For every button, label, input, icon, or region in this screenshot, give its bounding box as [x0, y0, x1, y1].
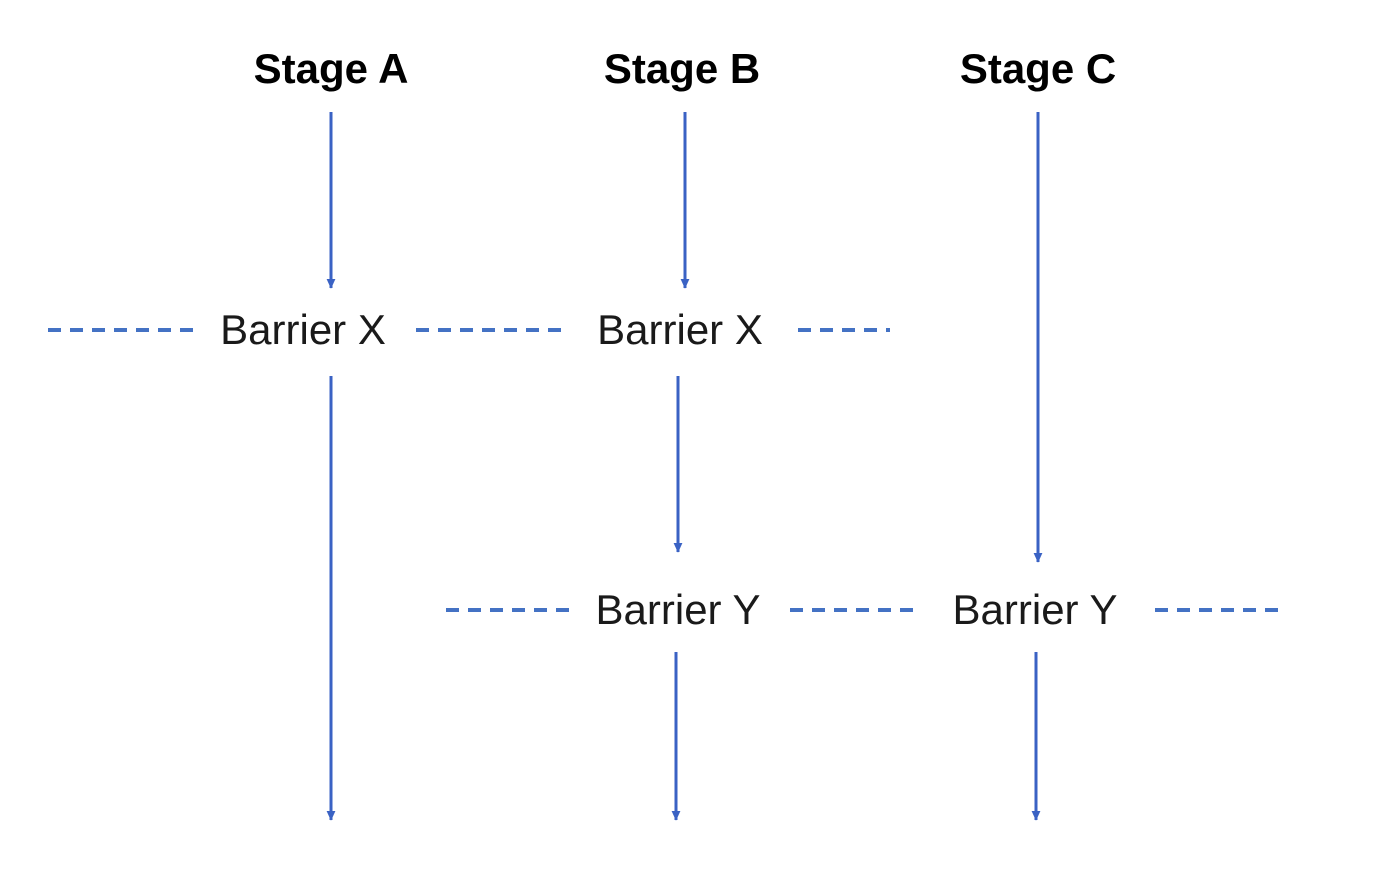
barrier-label-y-stage-b: Barrier Y [589, 589, 767, 631]
arrow-group [326, 112, 1043, 821]
barrier-label-x-stage-a: Barrier X [214, 309, 392, 351]
barrier-label-y-stage-c: Barrier Y [946, 589, 1124, 631]
dashed-connector-group [48, 328, 1285, 612]
stage-header-b: Stage B [603, 45, 761, 92]
barrier-label-x-stage-b: Barrier X [591, 309, 769, 351]
stage-header-a: Stage A [253, 45, 409, 92]
stage-header-c: Stage C [959, 45, 1117, 92]
